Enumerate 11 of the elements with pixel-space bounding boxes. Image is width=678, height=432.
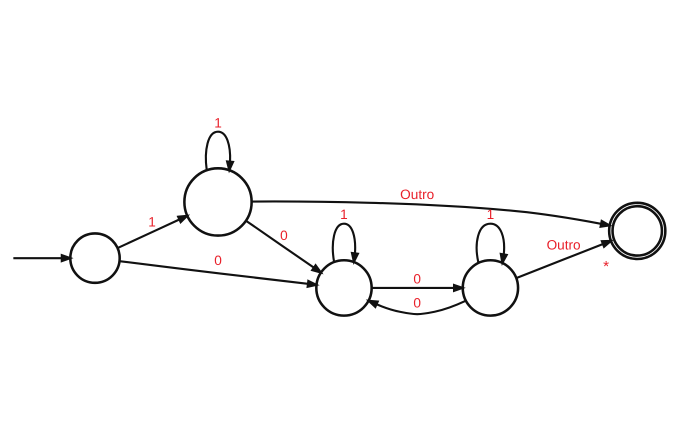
edge-label: 0: [280, 228, 288, 244]
edge-label: Outro: [400, 187, 434, 202]
edge-label: 1: [486, 207, 494, 222]
edge-label: 1: [340, 207, 348, 222]
edge-label: 0: [413, 272, 421, 287]
edge-label: 1: [214, 115, 222, 130]
edge-label: 0: [413, 295, 421, 310]
edge-label: 1: [148, 214, 156, 230]
edge-label: 0: [214, 252, 222, 268]
edge-label: Outro: [546, 237, 581, 252]
node-label: *: [603, 258, 610, 276]
